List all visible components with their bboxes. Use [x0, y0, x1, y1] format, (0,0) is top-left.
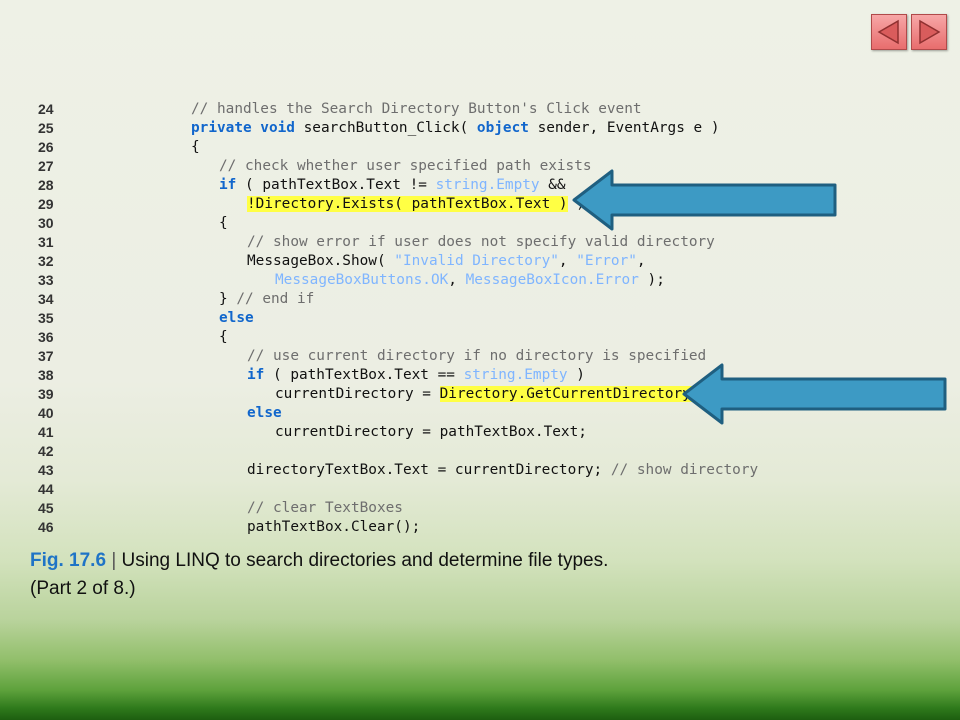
code-token: // check whether user specified path exi…: [219, 158, 592, 174]
code-token: );: [638, 272, 665, 288]
code-token: &&: [539, 177, 566, 193]
line-number: 38: [38, 367, 54, 383]
line-number: 46: [38, 519, 54, 535]
code-text: } // end if: [219, 290, 314, 309]
line-number: 24: [38, 101, 54, 117]
line-number: 30: [38, 215, 54, 231]
code-token: MessageBoxButtons.OK: [275, 272, 449, 288]
code-token: ( pathTextBox.Text ==: [264, 367, 464, 383]
figure-caption: Fig. 17.6 | Using LINQ to search directo…: [30, 547, 930, 603]
line-number: 29: [38, 196, 54, 212]
code-token: else: [219, 310, 254, 326]
code-token: string.Empty: [463, 367, 568, 383]
code-text: // use current directory if no directory…: [247, 347, 706, 366]
code-text: private void searchButton_Click( object …: [191, 119, 720, 138]
line-number: 33: [38, 272, 54, 288]
code-token: "Error": [576, 253, 637, 269]
code-text: if ( pathTextBox.Text == string.Empty ): [247, 366, 585, 385]
next-slide-button[interactable]: [911, 14, 947, 50]
code-token: directoryTextBox.Text = currentDirectory…: [247, 462, 611, 478]
previous-slide-button[interactable]: [871, 14, 907, 50]
code-text: else: [247, 404, 282, 423]
line-number: 36: [38, 329, 54, 345]
code-text: {: [219, 214, 228, 233]
line-number: 26: [38, 139, 54, 155]
code-token: {: [219, 215, 228, 231]
code-token: if: [247, 367, 265, 383]
code-token: Directory.GetCurrentDirectory(): [439, 386, 709, 402]
code-text: {: [219, 328, 228, 347]
code-text: // handles the Search Directory Button's…: [191, 100, 642, 119]
code-token: if: [219, 177, 237, 193]
caption-part: (Part 2 of 8.): [30, 578, 136, 599]
line-number: 28: [38, 177, 54, 193]
code-token: currentDirectory =: [275, 386, 440, 402]
code-text: MessageBox.Show( "Invalid Directory", "E…: [247, 252, 646, 271]
code-text: // show error if user does not specify v…: [247, 233, 715, 252]
code-token: ,: [558, 253, 577, 269]
code-text: {: [191, 138, 200, 157]
figure-label: Fig. 17.6: [30, 550, 107, 571]
code-token: pathTextBox.Clear();: [247, 519, 421, 535]
code-token: ,: [636, 253, 646, 269]
code-token: // show error if user does not specify v…: [247, 234, 715, 250]
code-token: !Directory.Exists( pathTextBox.Text ): [247, 196, 568, 212]
code-token: "Invalid Directory": [394, 253, 559, 269]
code-text: else: [219, 309, 254, 328]
caption-text: Using LINQ to search directories and det…: [121, 550, 609, 571]
caption-separator: |: [111, 550, 117, 571]
code-text: pathTextBox.Clear();: [247, 518, 420, 537]
code-token: else: [247, 405, 282, 421]
code-token: // show directory: [610, 462, 759, 478]
arrow-left-icon: [572, 169, 837, 231]
line-number: 41: [38, 424, 54, 440]
arrow-left-icon: [682, 363, 947, 425]
line-number: 31: [38, 234, 54, 250]
code-token: MessageBox.Show(: [247, 253, 395, 269]
code-token: // handles the Search Directory Button's…: [191, 101, 642, 117]
line-number: 35: [38, 310, 54, 326]
code-token: // use current directory if no directory…: [247, 348, 707, 364]
line-number: 43: [38, 462, 54, 478]
code-token: searchButton_Click(: [294, 120, 477, 136]
line-number: 34: [38, 291, 54, 307]
code-text: if ( pathTextBox.Text != string.Empty &&: [219, 176, 566, 195]
code-token: object: [476, 120, 529, 136]
code-token: currentDirectory = pathTextBox.Text;: [275, 424, 587, 440]
line-number: 44: [38, 481, 54, 497]
code-token: ): [567, 367, 585, 383]
code-token: {: [191, 139, 200, 155]
line-number: 42: [38, 443, 54, 459]
code-token: MessageBoxIcon.Error: [465, 272, 639, 288]
triangle-left-icon: [877, 19, 899, 45]
code-text: MessageBoxButtons.OK, MessageBoxIcon.Err…: [275, 271, 665, 290]
code-token: private void: [191, 120, 295, 136]
code-text: currentDirectory = Directory.GetCurrentD…: [275, 385, 717, 404]
code-token: // clear TextBoxes: [247, 500, 403, 516]
triangle-right-icon: [919, 19, 941, 45]
line-number: 27: [38, 158, 54, 174]
code-token: {: [219, 329, 228, 345]
line-number: 32: [38, 253, 54, 269]
code-token: string.Empty: [435, 177, 540, 193]
code-text: // clear TextBoxes: [247, 499, 403, 518]
code-text: // check whether user specified path exi…: [219, 157, 592, 176]
code-token: // end if: [236, 291, 315, 307]
line-number: 45: [38, 500, 54, 516]
line-number: 40: [38, 405, 54, 421]
code-token: ( pathTextBox.Text !=: [236, 177, 436, 193]
code-token: sender, EventArgs e ): [528, 120, 720, 136]
line-number: 37: [38, 348, 54, 364]
line-number: 25: [38, 120, 54, 136]
code-text: currentDirectory = pathTextBox.Text;: [275, 423, 587, 442]
line-number: 39: [38, 386, 54, 402]
code-text: !Directory.Exists( pathTextBox.Text ) ): [247, 195, 585, 214]
code-text: directoryTextBox.Text = currentDirectory…: [247, 461, 758, 480]
code-token: ,: [448, 272, 466, 288]
code-token: }: [219, 291, 237, 307]
